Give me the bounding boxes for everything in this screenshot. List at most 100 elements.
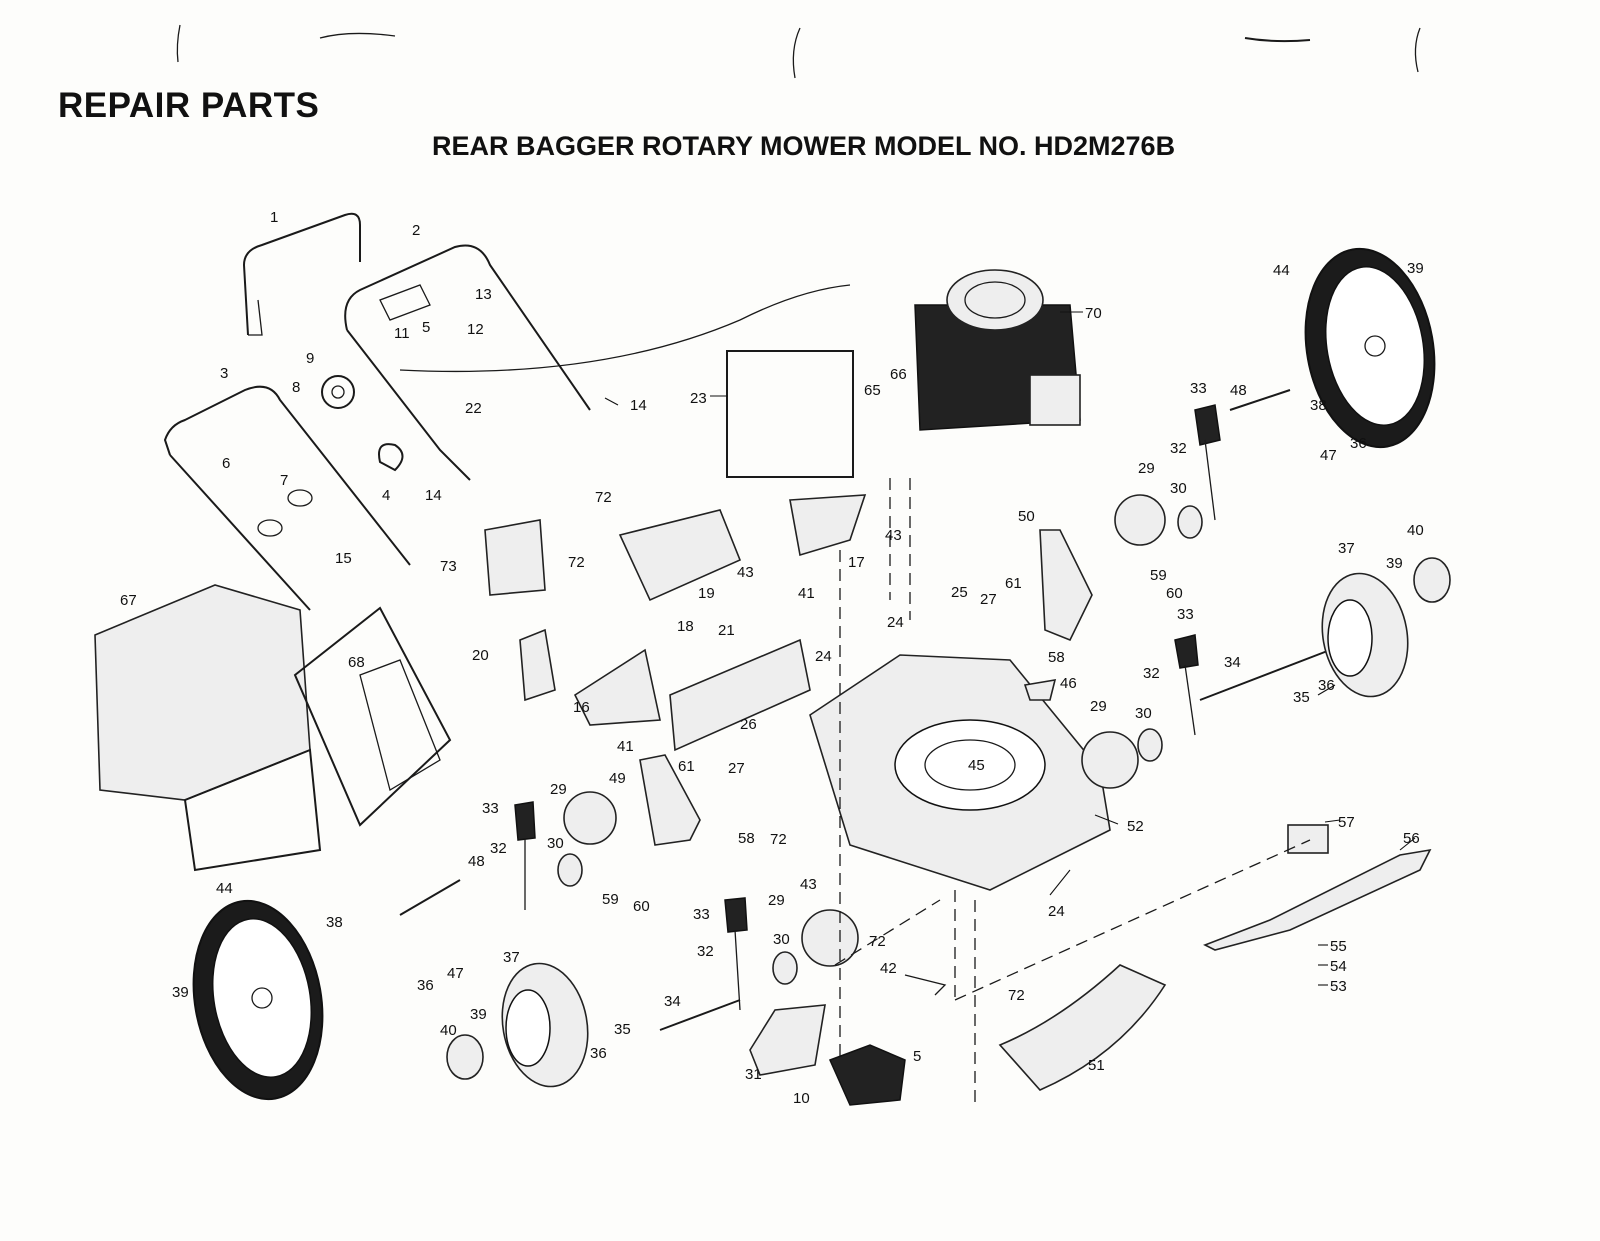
callout-32d: 32 [697, 943, 714, 960]
callout-58: 58 [1048, 649, 1065, 666]
callout-10: 10 [793, 1090, 810, 1107]
scan-marks [176, 24, 1421, 79]
callout-30c: 30 [547, 835, 564, 852]
callout-32c: 32 [490, 840, 507, 857]
callout-72c: 72 [770, 831, 787, 848]
callout-7: 7 [280, 472, 288, 489]
callout-65: 65 [864, 382, 881, 399]
callout-14: 14 [630, 397, 647, 414]
engine-bracket [789, 494, 867, 557]
axles [399, 389, 1331, 1031]
callout-33d: 33 [693, 906, 710, 923]
callout-58b: 58 [738, 830, 755, 847]
callout-2: 2 [412, 222, 420, 239]
callout-52: 52 [1127, 818, 1144, 835]
cable-clip [378, 443, 404, 472]
callout-45: 45 [968, 757, 985, 774]
assembly-lines [834, 478, 1311, 1105]
callout-59b: 59 [602, 891, 619, 908]
callout-41b: 41 [617, 738, 634, 755]
callout-73: 73 [440, 558, 457, 575]
callout-27b: 27 [728, 760, 745, 777]
callout-39c: 39 [172, 984, 189, 1001]
rh-axle-plate [1039, 529, 1093, 642]
callout-17: 17 [848, 554, 865, 571]
callout-29c: 29 [550, 781, 567, 798]
callout-11: 11 [394, 325, 410, 342]
blade-adapter [1287, 824, 1329, 854]
height-levers [514, 404, 1221, 1011]
callout-8: 8 [292, 379, 300, 396]
callout-26: 26 [740, 716, 757, 733]
callout-24c: 24 [1048, 903, 1065, 920]
callout-19: 19 [698, 585, 715, 602]
callout-60b: 60 [633, 898, 650, 915]
callout-42: 42 [880, 960, 897, 977]
callout-48: 48 [1230, 382, 1247, 399]
callout-59: 59 [1150, 567, 1167, 584]
callout-29b: 29 [1090, 698, 1107, 715]
callout-33c: 33 [482, 800, 499, 817]
callout-13: 13 [475, 286, 492, 303]
callout-34: 34 [1224, 654, 1241, 671]
deck-label [1023, 679, 1057, 701]
callout-70: 70 [1085, 305, 1102, 322]
callout-44b: 44 [216, 880, 233, 897]
callout-30: 30 [1170, 480, 1187, 497]
callout-40: 40 [1407, 522, 1424, 539]
callouts: 1 2 3 4 5 5 6 7 8 9 10 11 12 13 14 14 15… [120, 209, 1424, 1107]
callout-41: 41 [798, 585, 815, 602]
callout-39d: 39 [470, 1006, 487, 1023]
grass-bag [94, 584, 322, 872]
callout-9: 9 [306, 350, 314, 367]
page-heading: REPAIR PARTS [58, 86, 320, 125]
callout-72e: 72 [1008, 987, 1025, 1004]
callout-32: 32 [1170, 440, 1187, 457]
callout-47: 47 [1320, 447, 1337, 464]
callout-30b: 30 [1135, 705, 1152, 722]
callout-50: 50 [1018, 508, 1035, 525]
callout-66: 66 [890, 366, 907, 383]
callout-33b: 33 [1177, 606, 1194, 623]
throttle-cable [399, 284, 851, 373]
rear-wheel-right [1304, 247, 1436, 449]
callout-68: 68 [348, 654, 365, 671]
callout-16: 16 [573, 699, 590, 716]
callout-38: 38 [1310, 397, 1327, 414]
rear-bracket [618, 509, 742, 602]
callout-24: 24 [887, 614, 904, 631]
callout-29d: 29 [768, 892, 785, 909]
callout-25: 25 [951, 584, 968, 601]
wire-ties [257, 489, 313, 537]
callout-39b: 39 [1386, 555, 1403, 572]
chute-deflector [573, 648, 661, 726]
callout-23: 23 [690, 390, 707, 407]
callout-43c: 43 [800, 876, 817, 893]
callout-57: 57 [1338, 814, 1355, 831]
leader-lines [604, 311, 1416, 986]
callout-61: 61 [1005, 575, 1022, 592]
callout-35b: 35 [614, 1021, 631, 1038]
blade [1203, 848, 1432, 951]
callout-72d: 72 [869, 933, 886, 950]
callout-20: 20 [472, 647, 489, 664]
callout-48b: 48 [468, 853, 485, 870]
hub-caps [446, 557, 1451, 1080]
callout-43: 43 [885, 527, 902, 544]
callout-43b: 43 [737, 564, 754, 581]
callout-1: 1 [270, 209, 278, 226]
callout-30d: 30 [773, 931, 790, 948]
callout-36d: 36 [590, 1045, 607, 1062]
diagram-title: REAR BAGGER ROTARY MOWER MODEL NO. HD2M2… [432, 131, 1176, 161]
lh-bracket [519, 628, 556, 702]
callout-38b: 38 [326, 914, 343, 931]
height-adjuster-discs [563, 494, 1166, 967]
callout-49: 49 [609, 770, 626, 787]
mower-deck [809, 654, 1111, 891]
rear-wheel-left [192, 899, 324, 1101]
callout-27: 27 [980, 591, 997, 608]
callout-18: 18 [677, 618, 694, 635]
callout-14b: 14 [425, 487, 442, 504]
callout-60: 60 [1166, 585, 1183, 602]
